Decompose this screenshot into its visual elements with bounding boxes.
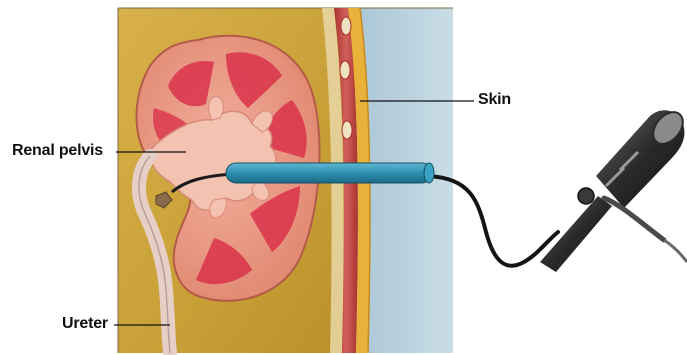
fat-nodule [341, 17, 351, 35]
scope-valve [578, 188, 594, 204]
skin-label: Skin [478, 91, 511, 109]
ureter-label: Ureter [62, 315, 108, 333]
access-sheath-end [424, 163, 434, 183]
scope-light-cable [664, 240, 687, 262]
scope-handle [540, 196, 612, 272]
renal-pelvis-label: Renal pelvis [12, 142, 103, 160]
fat-nodule [342, 121, 352, 139]
fat-nodule [340, 61, 350, 79]
scope-light-post [604, 198, 664, 240]
calyx [209, 96, 224, 120]
access-sheath [226, 163, 432, 183]
